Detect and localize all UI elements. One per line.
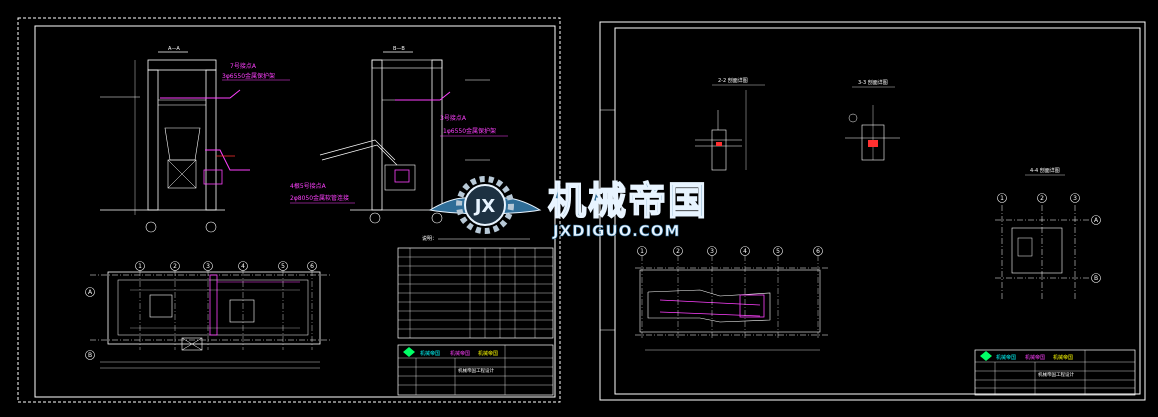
left-grid-column-label-circle (278, 261, 288, 271)
right-plan-column-label: 1 (640, 248, 644, 255)
small-plan-row-label-circle (1091, 215, 1101, 225)
left-grid-column-label-circle (307, 261, 317, 271)
right-plan-column-label-circle (813, 246, 823, 256)
section-b-title: B—B (393, 46, 405, 52)
left-grid-column-label: 6 (310, 263, 314, 270)
left-grid-row-label-circle (85, 287, 95, 297)
left-drawing-sheet: A—A 7号接点A 3φ6550金属保护架 (17, 17, 561, 403)
left-sheet-dashed-border (17, 17, 561, 403)
right-drawing-sheet: 2-2 剖面详图 3-3 剖面详图 4-4 剖面详图 (599, 21, 1146, 401)
detail-2-2: 2-2 剖面详图 (695, 77, 765, 171)
right-plan-column-label-circle (707, 246, 717, 256)
left-grid-column-label-circle (203, 261, 213, 271)
detail-2-title: 3-3 剖面详图 (858, 79, 888, 86)
right-plan-column-label: 2 (676, 248, 680, 255)
right-company-row-1: 机械帝国 (996, 354, 1016, 361)
callout-2-title: 3号接点A (440, 114, 467, 122)
right-plan-column-label: 6 (816, 248, 820, 255)
right-sheet-inner-border (614, 27, 1141, 395)
small-plan-row-label: A (1094, 217, 1099, 224)
left-title-caption: 机械帝国工程设计 (458, 367, 494, 374)
small-plan-column-label-circle (1037, 193, 1047, 203)
left-grid-row-label-circle (85, 350, 95, 360)
right-plan-column-label-circle (740, 246, 750, 256)
left-grid-column-label: 5 (281, 263, 285, 270)
small-plan-columns: 1 2 3 (997, 193, 1080, 203)
left-grid-column-label: 3 (206, 263, 210, 270)
left-title-block: 机械帝国 机械帝国 机械帝国 机械帝国工程设计 (397, 344, 554, 396)
left-grid-rows: AB (85, 287, 95, 360)
right-plan-view: 1 2 3 4 5 6 (635, 246, 830, 351)
left-grid-column-label: 2 (173, 263, 177, 270)
small-plan-row-label-circle (1091, 273, 1101, 283)
left-grid-column-label: 4 (241, 263, 245, 270)
left-company-row-1: 机械帝国 (420, 350, 440, 357)
detail-3-title: 4-4 剖面详图 (1030, 167, 1060, 174)
detail-1-title: 2-2 剖面详图 (718, 77, 748, 84)
left-grid-column-label-circle (238, 261, 248, 271)
left-materials-table: 说明： (397, 235, 554, 339)
left-grid-row-label: B (88, 352, 92, 359)
right-title-block: 机械帝国 机械帝国 机械帝国 机械帝国工程设计 (974, 349, 1136, 396)
small-plan-column-label-circle (1070, 193, 1080, 203)
left-grid-columns: 1 2 3 4 5 6 (135, 261, 317, 350)
watermark-title: 机械帝国 (548, 179, 708, 223)
callout-1-title: 7号接点A (230, 62, 257, 70)
gear-icon (456, 176, 514, 234)
left-grid-column-label-circle (170, 261, 180, 271)
right-title-caption: 机械帝国工程设计 (1038, 371, 1074, 378)
right-plan-column-label-circle (773, 246, 783, 256)
left-grid-column-label: 1 (138, 263, 142, 270)
left-grid-column-label-circle (135, 261, 145, 271)
right-plan-column-label: 3 (710, 248, 714, 255)
right-company-row-2: 机械帝国 (1025, 354, 1045, 361)
watermark-site: JXDIGUO.COM (552, 222, 680, 240)
left-grid-row-label: A (88, 289, 93, 296)
section-a-a-drawing: A—A 7号接点A 3φ6550金属保护架 (100, 46, 290, 233)
callout-3-spec: 2φ8050金属软管连接 (290, 194, 349, 202)
right-plan-columns: 1 2 3 4 5 6 (637, 246, 823, 340)
left-company-row-2: 机械帝国 (450, 350, 470, 357)
right-sheet-outer-border (599, 21, 1146, 401)
small-plan-row-label: B (1094, 275, 1098, 282)
section-a-title: A—A (168, 46, 180, 52)
notes-label: 说明： (422, 235, 437, 242)
left-sheet-inner-border (34, 25, 556, 398)
watermark-logo-text: JX (473, 196, 496, 217)
small-plan-column-label: 1 (1000, 195, 1004, 202)
right-plan-column-label-circle (637, 246, 647, 256)
callout-3-title: 4根5号接点A (290, 182, 327, 190)
callout-1-spec: 3φ6550金属保护架 (222, 72, 275, 80)
right-plan-column-label-circle (673, 246, 683, 256)
site-watermark: JX 机械帝国 JXDIGUO.COM (428, 176, 708, 240)
small-plan-column-label: 2 (1040, 195, 1044, 202)
small-plan-column-label: 3 (1073, 195, 1077, 202)
right-plan-column-label: 5 (776, 248, 780, 255)
small-plan-rows: AB (1091, 215, 1101, 283)
callout-2-spec: 1φ6550金属保护架 (443, 127, 496, 135)
right-plan-column-label: 4 (743, 248, 747, 255)
small-plan-column-label-circle (997, 193, 1007, 203)
detail-3-3: 3-3 剖面详图 (845, 79, 900, 161)
left-company-row-3: 机械帝国 (478, 350, 498, 357)
right-company-row-3: 机械帝国 (1053, 354, 1073, 361)
